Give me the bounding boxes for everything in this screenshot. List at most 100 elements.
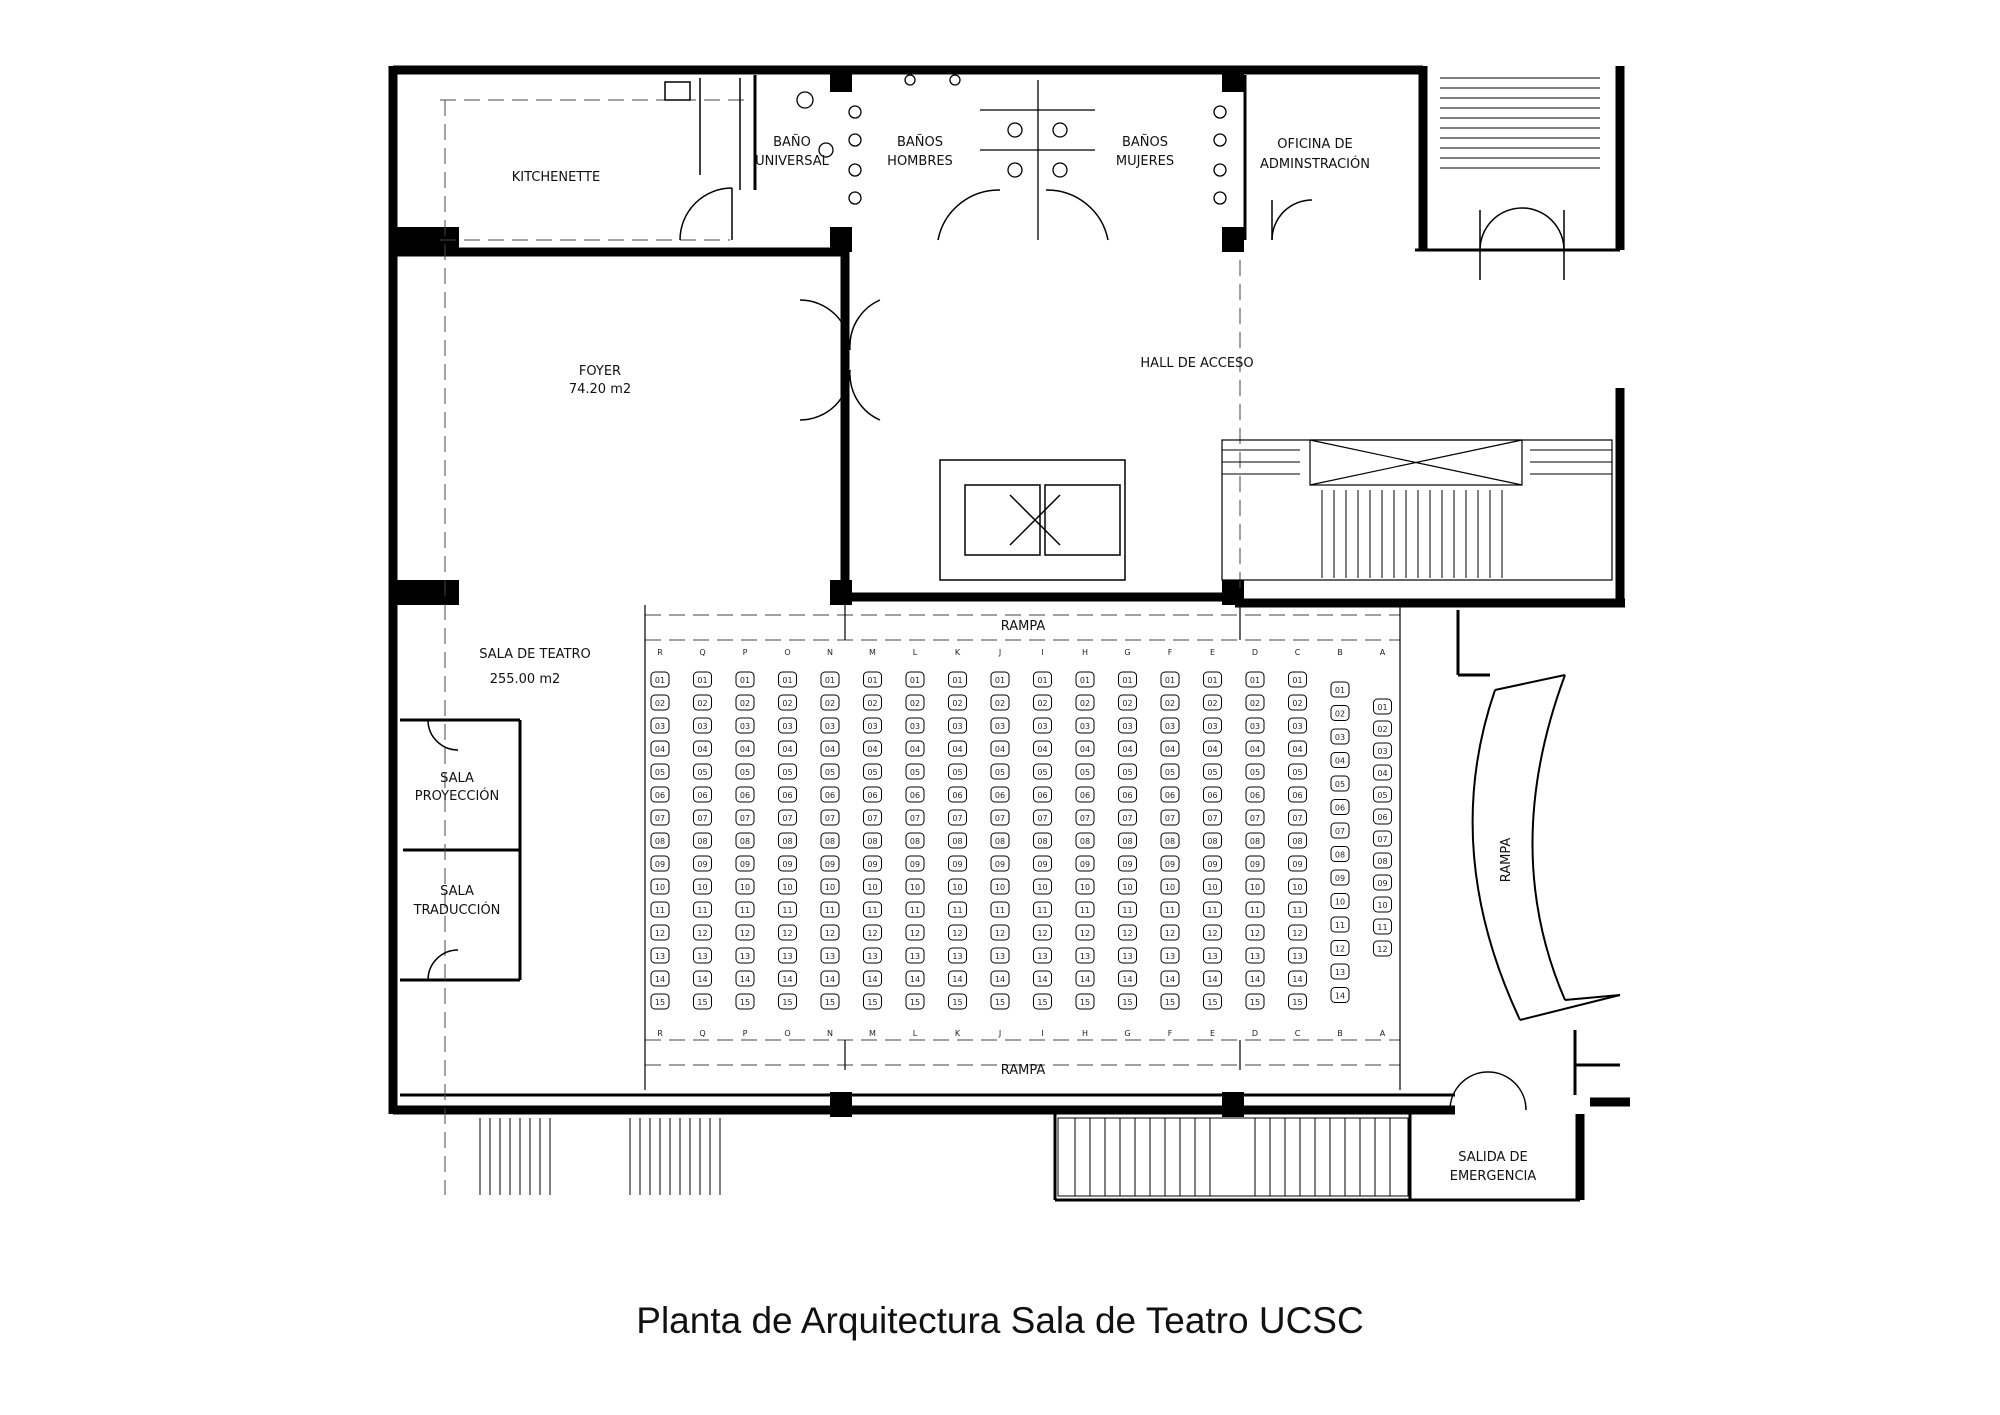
seat-number: 04: [910, 745, 920, 754]
seat: [1373, 720, 1392, 737]
seat: [1373, 764, 1392, 781]
seat-number: 06: [1250, 791, 1260, 800]
seat-number: 03: [952, 722, 962, 731]
seat: [863, 993, 882, 1010]
seat: [948, 786, 967, 803]
seat-number: 09: [1250, 860, 1260, 869]
seat-number: 03: [1080, 722, 1090, 731]
seat-number: 07: [1080, 814, 1090, 823]
row-letter: H: [1082, 648, 1088, 657]
seat: [778, 947, 797, 964]
seat: [990, 832, 1010, 849]
seat: [650, 947, 670, 964]
seat-number: 09: [1377, 879, 1387, 888]
seat-number: 09: [952, 860, 962, 869]
seat: [1075, 924, 1095, 941]
seat: [1330, 940, 1350, 956]
seat-number: 07: [1292, 814, 1302, 823]
seat-number: 04: [1250, 745, 1260, 754]
seat-number: 06: [825, 791, 835, 800]
seat-number: 12: [1207, 929, 1217, 938]
seat-number: 13: [1250, 952, 1260, 961]
seat: [650, 878, 670, 895]
seat-number: 14: [1080, 975, 1090, 984]
seat-number: 14: [697, 975, 707, 984]
row-letter: N: [827, 1029, 833, 1038]
seat-number: 09: [910, 860, 920, 869]
label-sala-teatro-1: SALA DE TEATRO: [479, 647, 591, 662]
label-rampa-stage: RAMPA: [1499, 838, 1514, 883]
seat: [863, 671, 882, 688]
seat: [1075, 855, 1095, 872]
seat-number: 15: [1165, 998, 1175, 1007]
seating-frame: [644, 605, 1401, 1090]
seat: [778, 993, 797, 1010]
seat-number: 14: [655, 975, 665, 984]
seat-number: 10: [782, 883, 792, 892]
seat-number: 12: [1377, 945, 1387, 954]
seat-number: 10: [1037, 883, 1047, 892]
seat-number: 07: [1250, 814, 1260, 823]
row-letter: B: [1337, 1029, 1343, 1038]
seat-number: 07: [740, 814, 750, 823]
seat: [820, 878, 840, 895]
seat: [1033, 832, 1052, 849]
seat-number: 14: [910, 975, 920, 984]
seat: [650, 740, 670, 757]
seat-number: 15: [697, 998, 707, 1007]
seat-number: 03: [867, 722, 877, 731]
row-letter: H: [1082, 1029, 1088, 1038]
seat: [990, 855, 1010, 872]
seat-number: 13: [952, 952, 962, 961]
seat: [863, 832, 882, 849]
seat: [1373, 742, 1392, 759]
seat: [1160, 855, 1180, 872]
seat-number: 06: [1165, 791, 1175, 800]
seat: [650, 694, 670, 711]
seat-number: 10: [1335, 898, 1345, 907]
seat-number: 11: [825, 906, 835, 915]
seat: [1075, 717, 1095, 734]
seat-number: 08: [867, 837, 877, 846]
seat-number: 01: [1250, 676, 1260, 685]
seat-number: 05: [1037, 768, 1047, 777]
seat: [693, 947, 712, 964]
seat-number: 02: [1165, 699, 1175, 708]
seat: [948, 924, 967, 941]
seat-number: 12: [1250, 929, 1260, 938]
seat: [693, 763, 712, 780]
seat: [1118, 993, 1137, 1010]
row-letter: G: [1124, 1029, 1130, 1038]
seat-number: 06: [1377, 813, 1387, 822]
seat-number: 15: [1080, 998, 1090, 1007]
seat: [948, 878, 967, 895]
seat-number: 05: [1335, 780, 1345, 789]
seat-number: 03: [782, 722, 792, 731]
seat: [735, 763, 755, 780]
seat-number: 05: [1122, 768, 1132, 777]
seat-number: 01: [1165, 676, 1175, 685]
seat: [1330, 916, 1350, 933]
seat: [1245, 947, 1265, 964]
row-letter: D: [1252, 648, 1258, 657]
seat: [1075, 878, 1095, 895]
seat: [693, 993, 712, 1010]
seat-number: 05: [952, 768, 962, 777]
seat: [735, 809, 755, 826]
seat: [820, 786, 840, 803]
seat-number: 03: [1122, 722, 1132, 731]
label-hall: HALL DE ACCESO: [1140, 356, 1253, 371]
seat: [650, 786, 670, 803]
seat-number: 09: [782, 860, 792, 869]
seat: [1033, 717, 1052, 734]
seat: [1288, 832, 1307, 849]
row-letter: N: [827, 648, 833, 657]
seat: [1118, 855, 1137, 872]
seat-number: 04: [825, 745, 835, 754]
row-letter: E: [1210, 1029, 1215, 1038]
seat: [1330, 799, 1350, 815]
seat: [1075, 947, 1095, 964]
seat: [1288, 924, 1307, 941]
seat-number: 09: [1207, 860, 1217, 869]
seat: [1075, 901, 1095, 918]
